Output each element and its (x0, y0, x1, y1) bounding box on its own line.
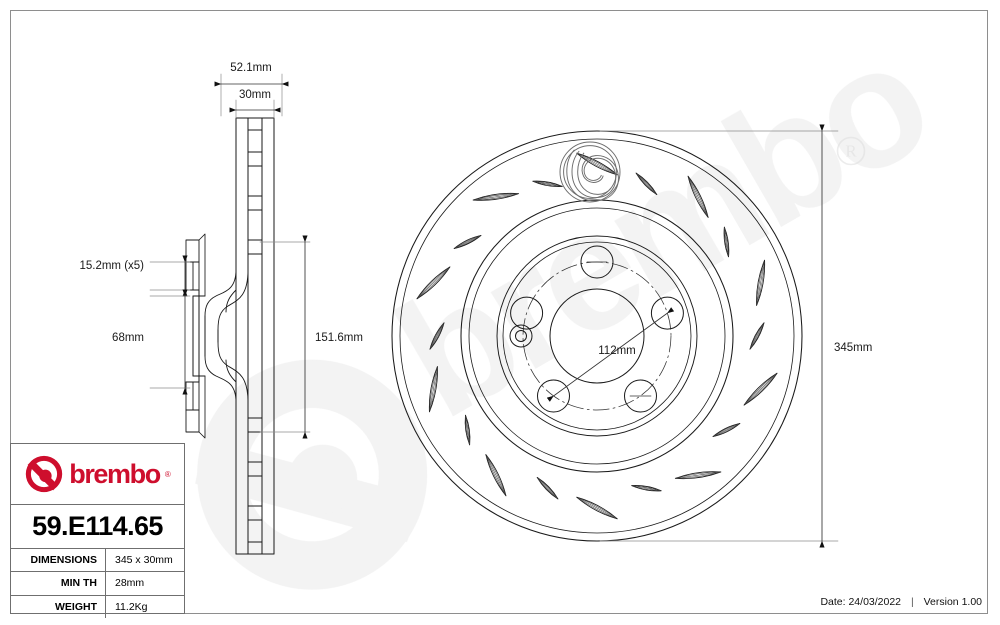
footer-version-label: Version (923, 596, 959, 608)
disc-slot (635, 172, 658, 196)
disc-slot (453, 234, 482, 249)
disc-slot (416, 266, 451, 300)
spec-value-dimensions: 345 x 30mm (115, 554, 173, 567)
disc-slot (749, 322, 765, 350)
disc-slot (687, 175, 709, 218)
spec-row-dimensions: DIMENSIONS 345 x 30mm (11, 549, 184, 573)
spec-label-min-th: MIN TH (11, 572, 106, 595)
part-number: 59.E114.65 (32, 511, 163, 541)
dimension-labels: 52.1mm 30mm 15.2mm (x5) 68mm 151.6mm 112… (79, 62, 872, 357)
spec-row-weight: WEIGHT 11.2Kg (11, 595, 184, 618)
disc-slot (536, 476, 559, 500)
dim-hat-diameter: 151.6mm (315, 332, 363, 344)
footer-version-value: 1.00 (961, 596, 982, 608)
spec-label-dimensions: DIMENSIONS (11, 549, 106, 572)
spec-value-min-th: 28mm (115, 577, 145, 590)
disc-slot (743, 372, 778, 406)
dim-hat-height: 68mm (112, 332, 144, 344)
dim-disc-diameter: 345mm (834, 342, 872, 354)
spec-value-weight: 11.2Kg (115, 600, 148, 613)
disc-slot (674, 471, 722, 480)
spec-label-weight: WEIGHT (11, 595, 106, 618)
disc-slot (532, 180, 563, 187)
footer-date-value: 24/03/2022 (848, 596, 902, 608)
disc-slot (485, 454, 507, 497)
dim-overall-width: 52.1mm (230, 62, 272, 74)
bolt-holes (510, 245, 684, 413)
dim-disc-thickness: 30mm (239, 89, 271, 101)
section-dimensions (149, 73, 311, 439)
disc-slot (464, 414, 471, 446)
dim-pcd: 112mm (598, 345, 636, 357)
brembo-logo-cell: brembo ® (11, 444, 184, 505)
footer-date-label: Date: (820, 596, 846, 608)
disc-slot (429, 322, 445, 350)
disc-diameter-dimension (599, 124, 839, 548)
brembo-wordmark: brembo (69, 458, 161, 489)
disc-slot (472, 192, 520, 201)
disc-slot (631, 485, 662, 492)
sheet-border (10, 10, 988, 614)
part-number-cell: 59.E114.65 (11, 505, 184, 549)
registered-mark-icon: ® (164, 469, 171, 479)
dim-bolt-spacing: 15.2mm (x5) (79, 260, 144, 272)
face-view (391, 130, 803, 542)
rotor-brembo-badge (559, 141, 621, 203)
title-block: brembo ® 59.E114.65 DIMENSIONS 345 x 30m… (10, 443, 185, 618)
disc-slots (416, 152, 778, 520)
disc-slot (756, 259, 766, 306)
disc-slot (712, 423, 741, 438)
section-view (185, 117, 275, 555)
disc-slot (576, 496, 618, 520)
brembo-logo-icon (26, 455, 63, 493)
footer-separator: | (910, 596, 914, 608)
disc-slot (428, 366, 438, 413)
svg-text:R: R (845, 142, 857, 161)
footer-meta: Date: 24/03/2022 | Version 1.00 (820, 596, 982, 608)
disc-slot (723, 226, 730, 258)
spec-row-min-th: MIN TH 28mm (11, 572, 184, 596)
